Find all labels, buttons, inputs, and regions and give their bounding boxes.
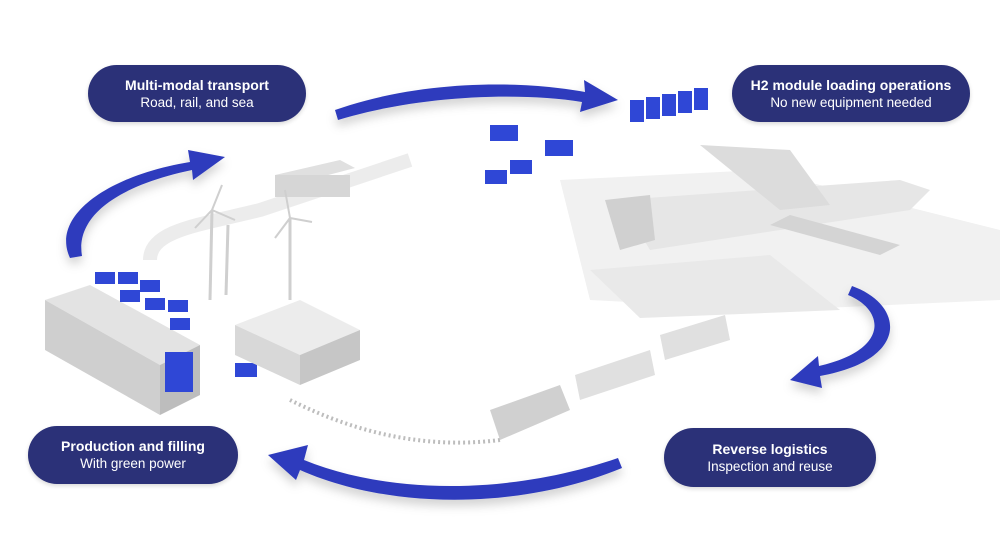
module-stacks [95,88,740,377]
stage-title: Production and filling [61,438,205,454]
arrow-bottom [268,445,622,500]
stage-title: Reverse logistics [712,440,828,457]
arrow-top [335,80,618,120]
airplane [605,145,930,255]
production-container [45,285,200,415]
train [490,315,730,440]
railway-track [289,398,501,445]
stage-h2-module-loading: H2 module loading operations No new equi… [732,65,970,122]
stage-subtitle: Inspection and reuse [707,458,833,474]
warehouse [235,300,360,385]
stage-title: Multi-modal transport [125,76,269,93]
stage-subtitle: Road, rail, and sea [140,94,254,110]
stage-production-and-filling: Production and filling With green power [28,426,238,484]
stage-subtitle: No new equipment needed [770,94,932,110]
road [143,153,413,261]
stage-reverse-logistics: Reverse logistics Inspection and reuse [664,428,876,487]
stage-subtitle: With green power [80,456,186,471]
cycle-arrows [66,80,891,500]
truck [275,160,355,197]
arrow-right [790,286,891,388]
wind-turbines [194,184,313,301]
stage-multi-modal-transport: Multi-modal transport Road, rail, and se… [88,65,306,122]
arrow-left [66,150,225,258]
stage-title: H2 module loading operations [750,76,952,93]
